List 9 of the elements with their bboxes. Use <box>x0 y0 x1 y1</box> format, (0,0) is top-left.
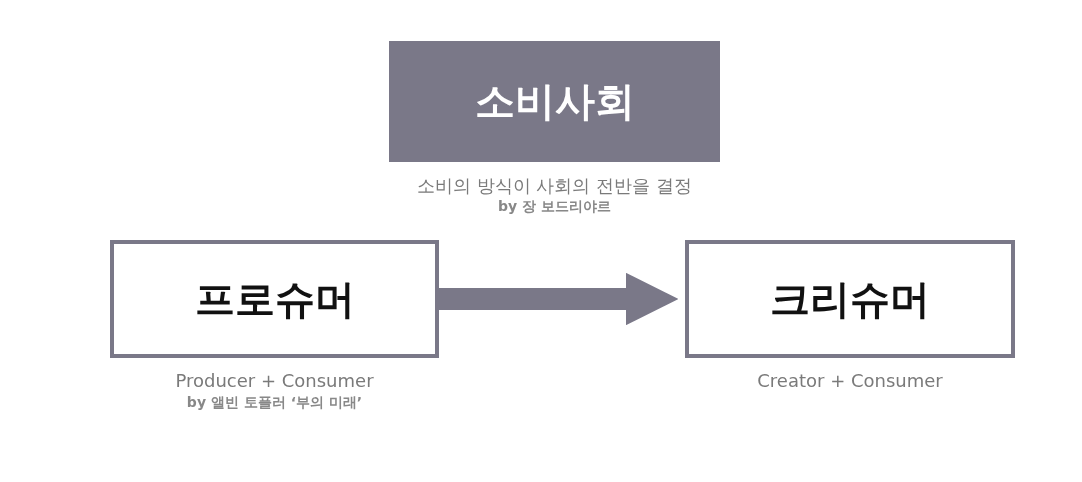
attribution-text: by 장 보드리야르 <box>498 198 611 216</box>
attribution-text: by 앨빈 토플러 ‘부의 미래’ <box>186 394 363 412</box>
arrow <box>439 272 679 326</box>
concept-box: 프로슈머 <box>110 240 439 358</box>
caption-text: 소비의 방식이 사회의 전반을 결정 <box>417 174 692 198</box>
concept-box: 소비사회 <box>389 41 720 162</box>
caption-text: Creator + Consumer <box>757 370 943 391</box>
caption-text: Producer + Consumer <box>175 370 374 391</box>
concept-box: 크리슈머 <box>685 240 1015 358</box>
